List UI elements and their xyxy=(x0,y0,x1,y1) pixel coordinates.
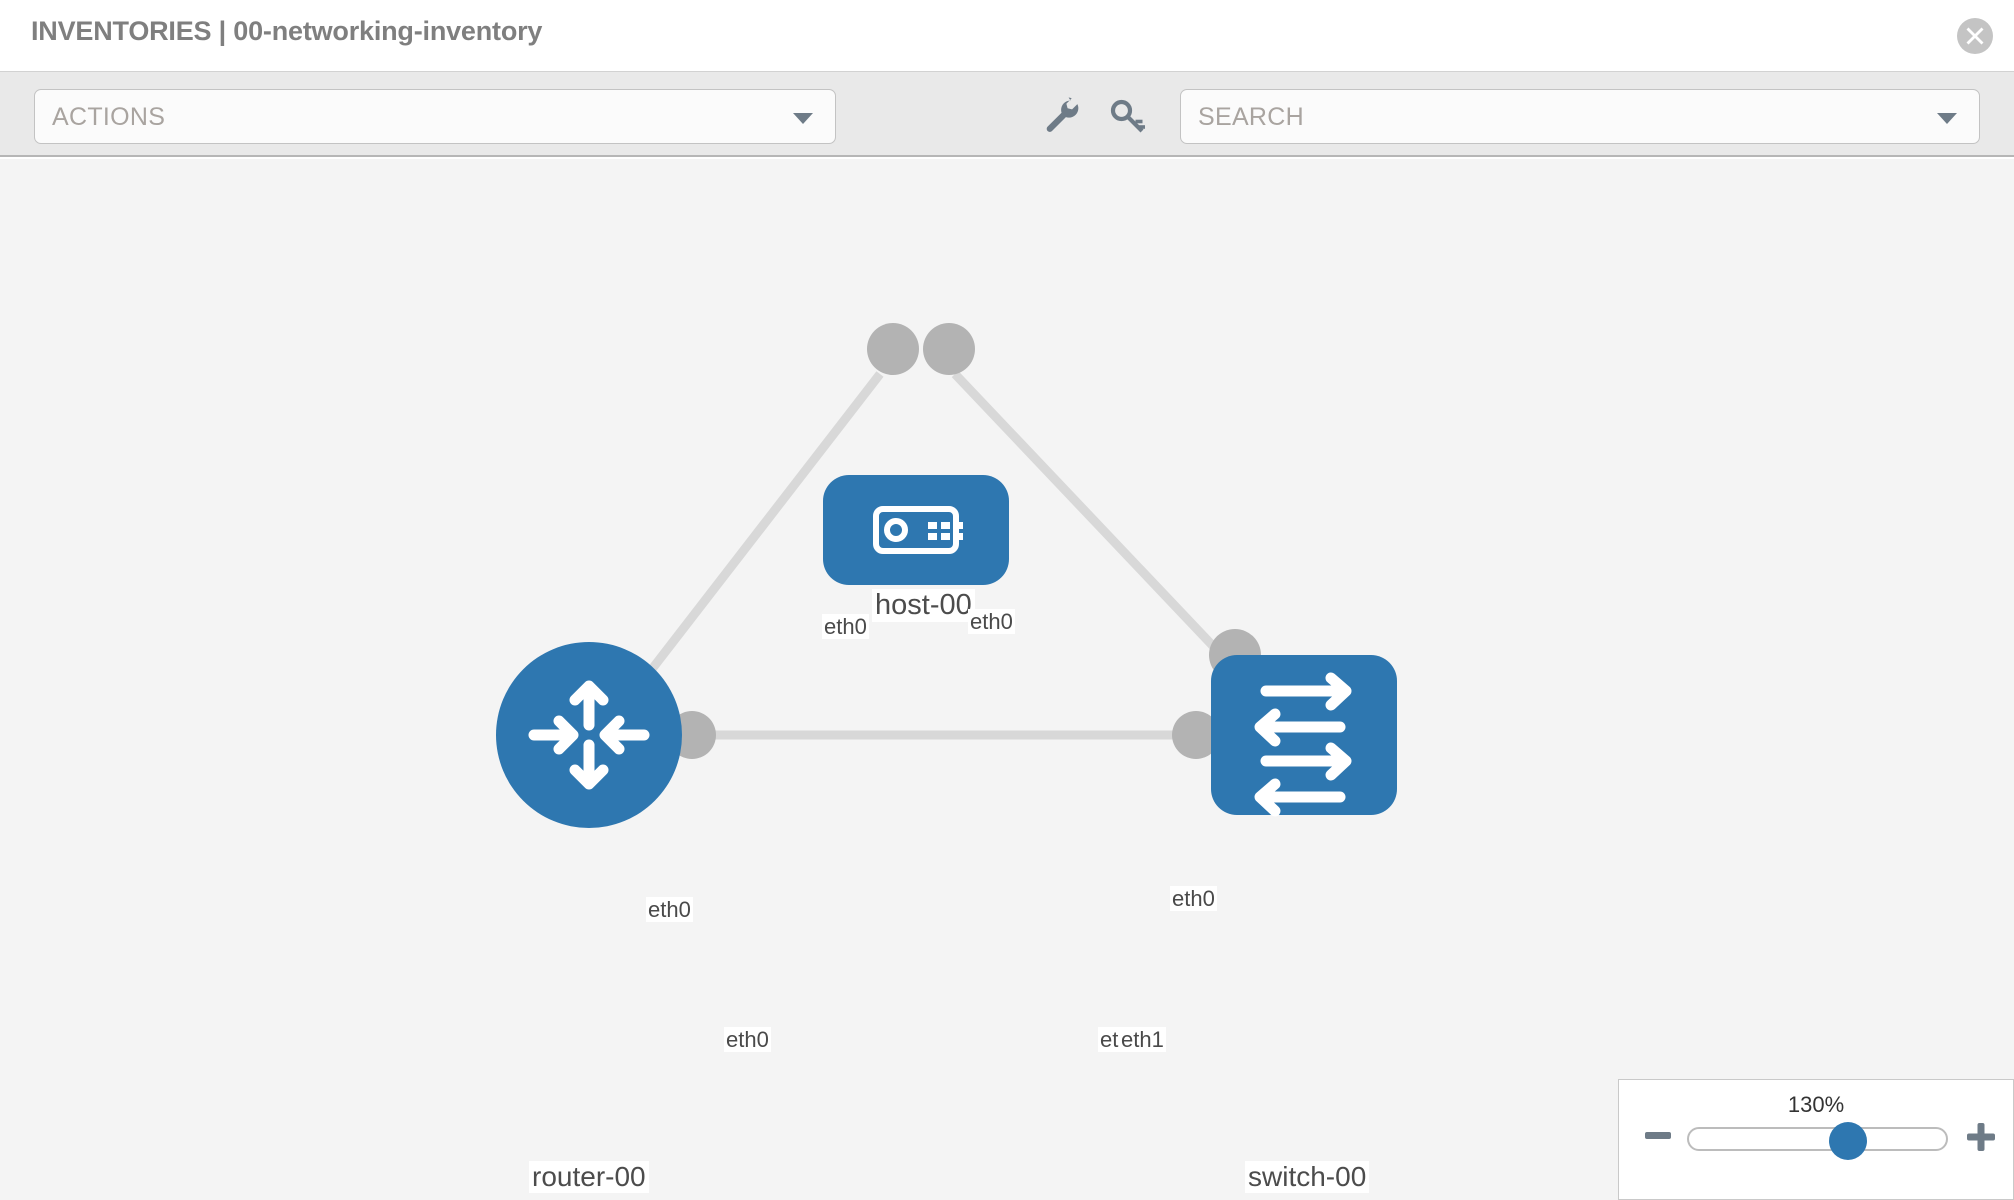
router-icon xyxy=(528,680,650,790)
node-label-router-00: router-00 xyxy=(529,1161,649,1194)
iface-label-router00-to-host00: eth0 xyxy=(646,897,693,923)
search-input[interactable]: SEARCH xyxy=(1180,89,1980,144)
wrench-icon[interactable] xyxy=(1038,94,1082,138)
node-router-00-shape xyxy=(496,642,682,828)
key-icon[interactable] xyxy=(1106,94,1150,138)
zoom-level-value: 130% xyxy=(1787,1092,1845,1117)
node-router-00 xyxy=(496,642,682,828)
zoom-control-panel: 130% xyxy=(1618,1079,2014,1200)
server-icon xyxy=(873,506,959,554)
chevron-down-icon[interactable] xyxy=(1937,112,1957,124)
topology-graph xyxy=(496,323,1397,828)
actions-dropdown[interactable]: ACTIONS xyxy=(34,89,836,144)
minus-icon[interactable] xyxy=(1643,1121,1673,1156)
switch-icon xyxy=(1254,672,1352,817)
page-header: INVENTORIES | 00-networking-inventory xyxy=(0,0,2014,71)
node-label-host-00: host-00 xyxy=(872,589,975,623)
server-icon-vents xyxy=(928,522,963,540)
topology-canvas[interactable]: host-00 router-00 switch-00 eth0 eth0 et… xyxy=(0,159,2014,1200)
close-icon[interactable] xyxy=(1957,18,1993,54)
link-host00-router00 xyxy=(621,371,884,707)
connector-host00-eth0-left xyxy=(867,323,919,375)
node-switch-00-shape xyxy=(1211,655,1397,815)
zoom-slider-thumb[interactable] xyxy=(1829,1122,1867,1160)
connector-switch00-eth1 xyxy=(1172,711,1220,759)
iface-label-switch00-to-host00: eth0 xyxy=(1170,886,1217,912)
zoom-slider[interactable] xyxy=(1687,1122,1948,1160)
actions-dropdown-label: ACTIONS xyxy=(52,103,166,131)
toolbar: ACTIONS SEARCH xyxy=(0,71,2014,157)
node-label-switch-00: switch-00 xyxy=(1245,1161,1370,1194)
page-title: INVENTORIES | 00-networking-inventory xyxy=(31,16,543,46)
connector-host00-eth0-right xyxy=(923,323,975,375)
node-host-00 xyxy=(823,475,1009,585)
search-placeholder: SEARCH xyxy=(1198,103,1304,131)
node-switch-00 xyxy=(1211,655,1397,817)
iface-label-host00-to-switch00: eth0 xyxy=(968,609,1015,635)
plus-icon[interactable] xyxy=(1965,1121,1997,1158)
node-host-00-shape xyxy=(823,475,1009,585)
iface-label-switch00-to-router00: eth1 xyxy=(1119,1027,1166,1053)
server-icon-led xyxy=(884,518,908,542)
iface-label-router00-to-switch00: eth0 xyxy=(724,1027,771,1053)
iface-label-host00-to-router00: eth0 xyxy=(822,614,869,640)
chevron-down-icon xyxy=(793,112,813,124)
